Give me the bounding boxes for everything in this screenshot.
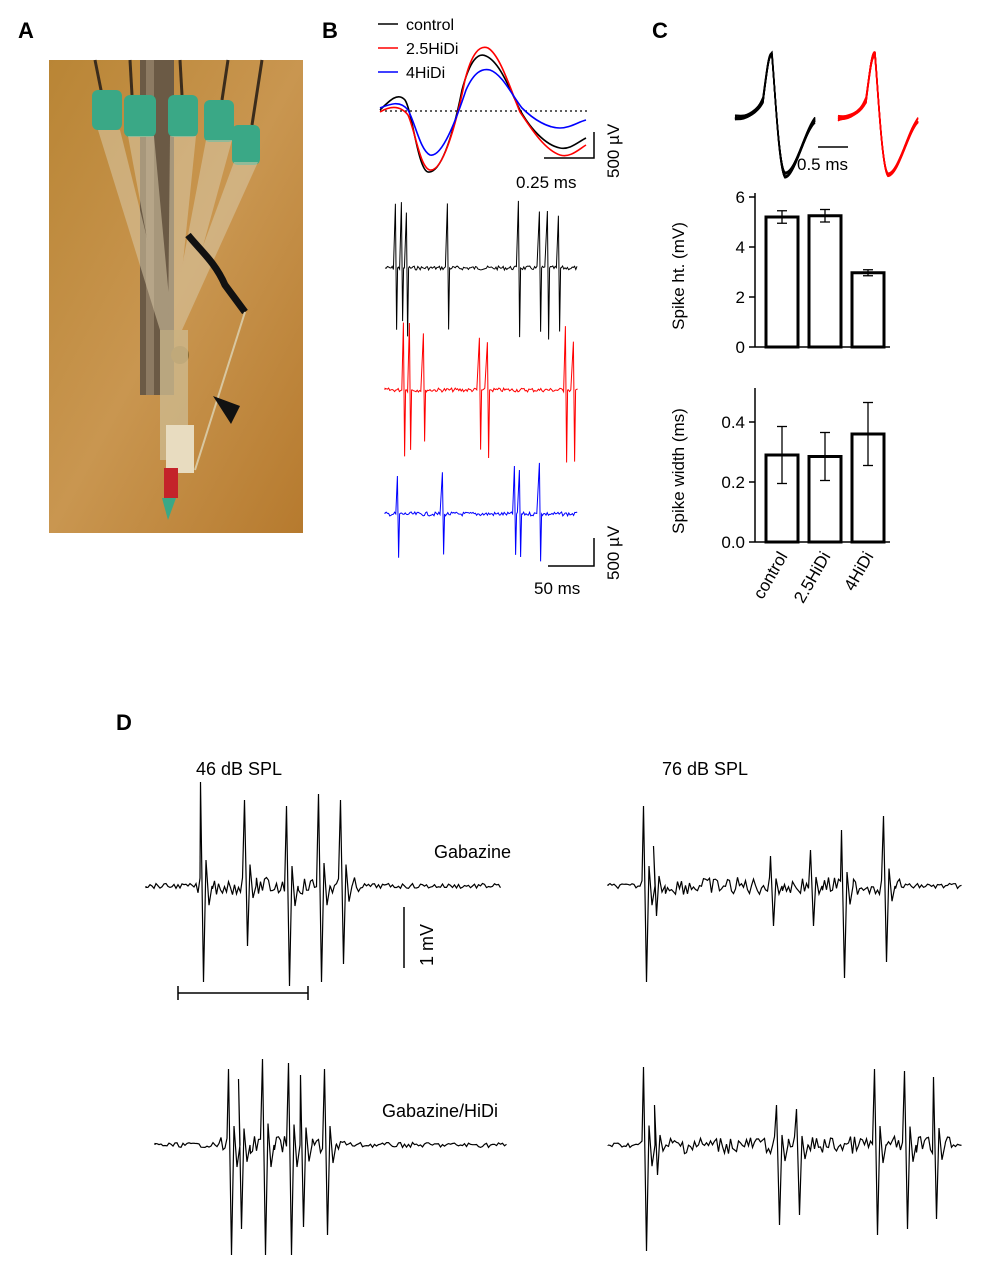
avg-waveform-1	[379, 46, 587, 171]
x-tick-label-0: control	[749, 549, 791, 603]
legend-label-2: 4HiDi	[406, 65, 445, 82]
panel-label-d: D	[116, 710, 132, 735]
bar-0-1	[807, 214, 843, 349]
y-tick-label-1-1: 0.2	[721, 473, 745, 492]
d-stimulus-bar	[177, 986, 309, 1000]
spike-trace-control	[384, 200, 578, 340]
y-tick-label-0-2: 4	[736, 238, 745, 257]
spike-trace-2.5hidi	[384, 322, 578, 463]
trace-gabazine-hidi-46db	[154, 1058, 507, 1256]
avg-waveform-2	[379, 68, 587, 156]
overlay-2.5hidi-5	[837, 51, 919, 176]
panel-label-a: A	[18, 18, 34, 43]
overlay-2.5hidi-7	[837, 52, 919, 175]
panel-label-b: B	[322, 18, 338, 43]
spike-trace-4hidi	[384, 462, 578, 562]
overlay-2.5hidi-10	[837, 53, 919, 174]
y-tick-label-1-2: 0.4	[721, 413, 745, 432]
label-76db: 76 dB SPL	[662, 759, 748, 779]
trace-gabazine-hidi-76db	[607, 1066, 962, 1252]
y-tick-label-0-1: 2	[736, 288, 745, 307]
x-tick-label-1: 2.5HiDi	[790, 549, 834, 607]
x-tick-label-2: 4HiDi	[840, 549, 877, 594]
overlay-2.5hidi-13	[837, 55, 919, 177]
legend-label-1: 2.5HiDi	[406, 41, 458, 58]
electrode-array-photo	[49, 59, 303, 533]
y-tick-label-0-0: 0	[736, 338, 745, 357]
label-gabazine-hidi: Gabazine/HiDi	[382, 1101, 498, 1121]
trace-scale-y: 500 µV	[604, 525, 623, 580]
bar-0-2	[850, 271, 886, 349]
y-axis-label-0: Spike ht. (mV)	[669, 222, 688, 330]
panel-d-traces	[145, 781, 962, 1256]
d-scale-label: 1 mV	[417, 924, 437, 966]
arrowhead-icon	[213, 396, 240, 424]
label-46db: 46 dB SPL	[196, 759, 282, 779]
panel-c-spike-overlay	[734, 50, 919, 179]
y-tick-label-1-0: 0.0	[721, 533, 745, 552]
waveform-scale-x: 0.25 ms	[516, 173, 576, 192]
trace-scale-bar	[548, 538, 595, 567]
avg-waveform-0	[379, 54, 587, 173]
panel-b-waveforms	[379, 46, 588, 173]
trace-scale-x: 50 ms	[534, 579, 580, 598]
label-gabazine: Gabazine	[434, 842, 511, 862]
panel-label-c: C	[652, 18, 668, 43]
overlay-2.5hidi-12	[837, 53, 919, 175]
trace-gabazine-76db	[607, 805, 962, 983]
waveform-scale-y: 500 µV	[604, 123, 623, 178]
panel-b-spike-traces	[384, 200, 578, 562]
waveform-scale-bar	[544, 132, 595, 159]
panel-b-legend: control 2.5HiDi 4HiDi	[378, 17, 458, 82]
legend-label-0: control	[406, 17, 454, 34]
overlay-scale-label: 0.5 ms	[797, 155, 848, 174]
bar-0-0	[764, 215, 800, 349]
y-axis-label-1: Spike width (ms)	[669, 408, 688, 534]
trace-gabazine-46db	[145, 781, 502, 987]
y-tick-label-0-3: 6	[736, 188, 745, 207]
overlay-control-13	[734, 55, 816, 179]
